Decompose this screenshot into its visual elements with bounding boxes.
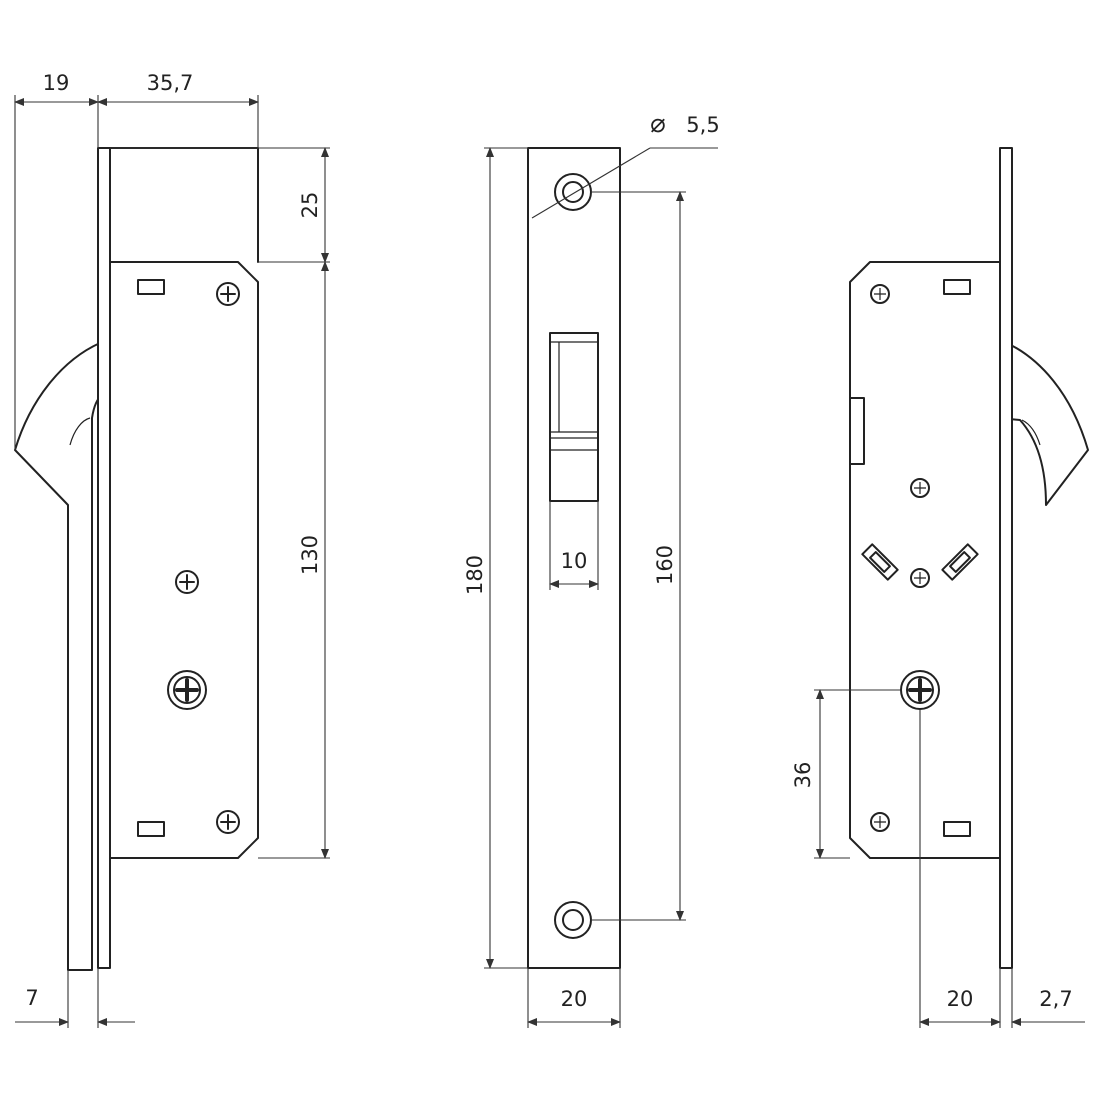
dim-7-label: 7: [25, 986, 38, 1010]
dim-130-label: 130: [298, 535, 322, 575]
left-spindle-screw-icon: [167, 670, 207, 710]
left-screw-bottom-icon: [216, 810, 240, 834]
right-angled-slot-right: [941, 543, 979, 581]
faceplate: [527, 147, 621, 969]
right-hole-upper-icon: [910, 478, 930, 498]
dim-180-label: 180: [463, 555, 487, 595]
dim-25-label: 25: [298, 192, 322, 219]
right-hole-lower-icon: [910, 568, 930, 588]
faceplate-front-view: [527, 147, 621, 969]
dim-160-label: 160: [653, 545, 677, 585]
dim-5-5-label: 5,5: [686, 113, 719, 137]
right-front-plate: [999, 147, 1013, 969]
diameter-symbol-icon: ⌀: [650, 109, 666, 139]
right-latch-tab: [849, 397, 865, 465]
middle-dimensions: ⌀ 5,5 180 160 10 20: [463, 109, 720, 1028]
right-side-view: [849, 147, 1089, 969]
dim-35-7-label: 35,7: [147, 71, 194, 95]
dim-10-label: 10: [561, 549, 588, 573]
left-slot-top: [137, 279, 165, 295]
right-hole-top-icon: [870, 284, 890, 304]
left-screw-top-icon: [216, 282, 240, 306]
right-hook: [999, 339, 1089, 506]
right-angled-slot-left: [861, 543, 899, 581]
left-slot-bottom: [137, 821, 165, 837]
dim-20-right-label: 20: [947, 987, 974, 1011]
dim-20-middle-label: 20: [561, 987, 588, 1011]
left-hook: [14, 342, 101, 971]
right-slot-bottom: [943, 821, 971, 837]
right-case-body: [849, 261, 1001, 859]
left-dimensions: 19 35,7 25 130 7: [14, 71, 330, 1028]
left-case-body: [109, 261, 259, 859]
right-dimensions: 36 20 2,7: [791, 689, 1085, 1028]
right-spindle-screw-icon: [900, 670, 940, 710]
left-screw-middle-icon: [175, 570, 199, 594]
right-slot-top: [943, 279, 971, 295]
dim-19-label: 19: [43, 71, 70, 95]
left-front-plate: [97, 147, 111, 969]
dim-2-7-label: 2,7: [1039, 987, 1072, 1011]
right-hole-bottom-icon: [870, 812, 890, 832]
dim-36-label: 36: [791, 762, 815, 789]
latch-bolt: [549, 332, 599, 502]
left-side-view: [14, 147, 259, 971]
